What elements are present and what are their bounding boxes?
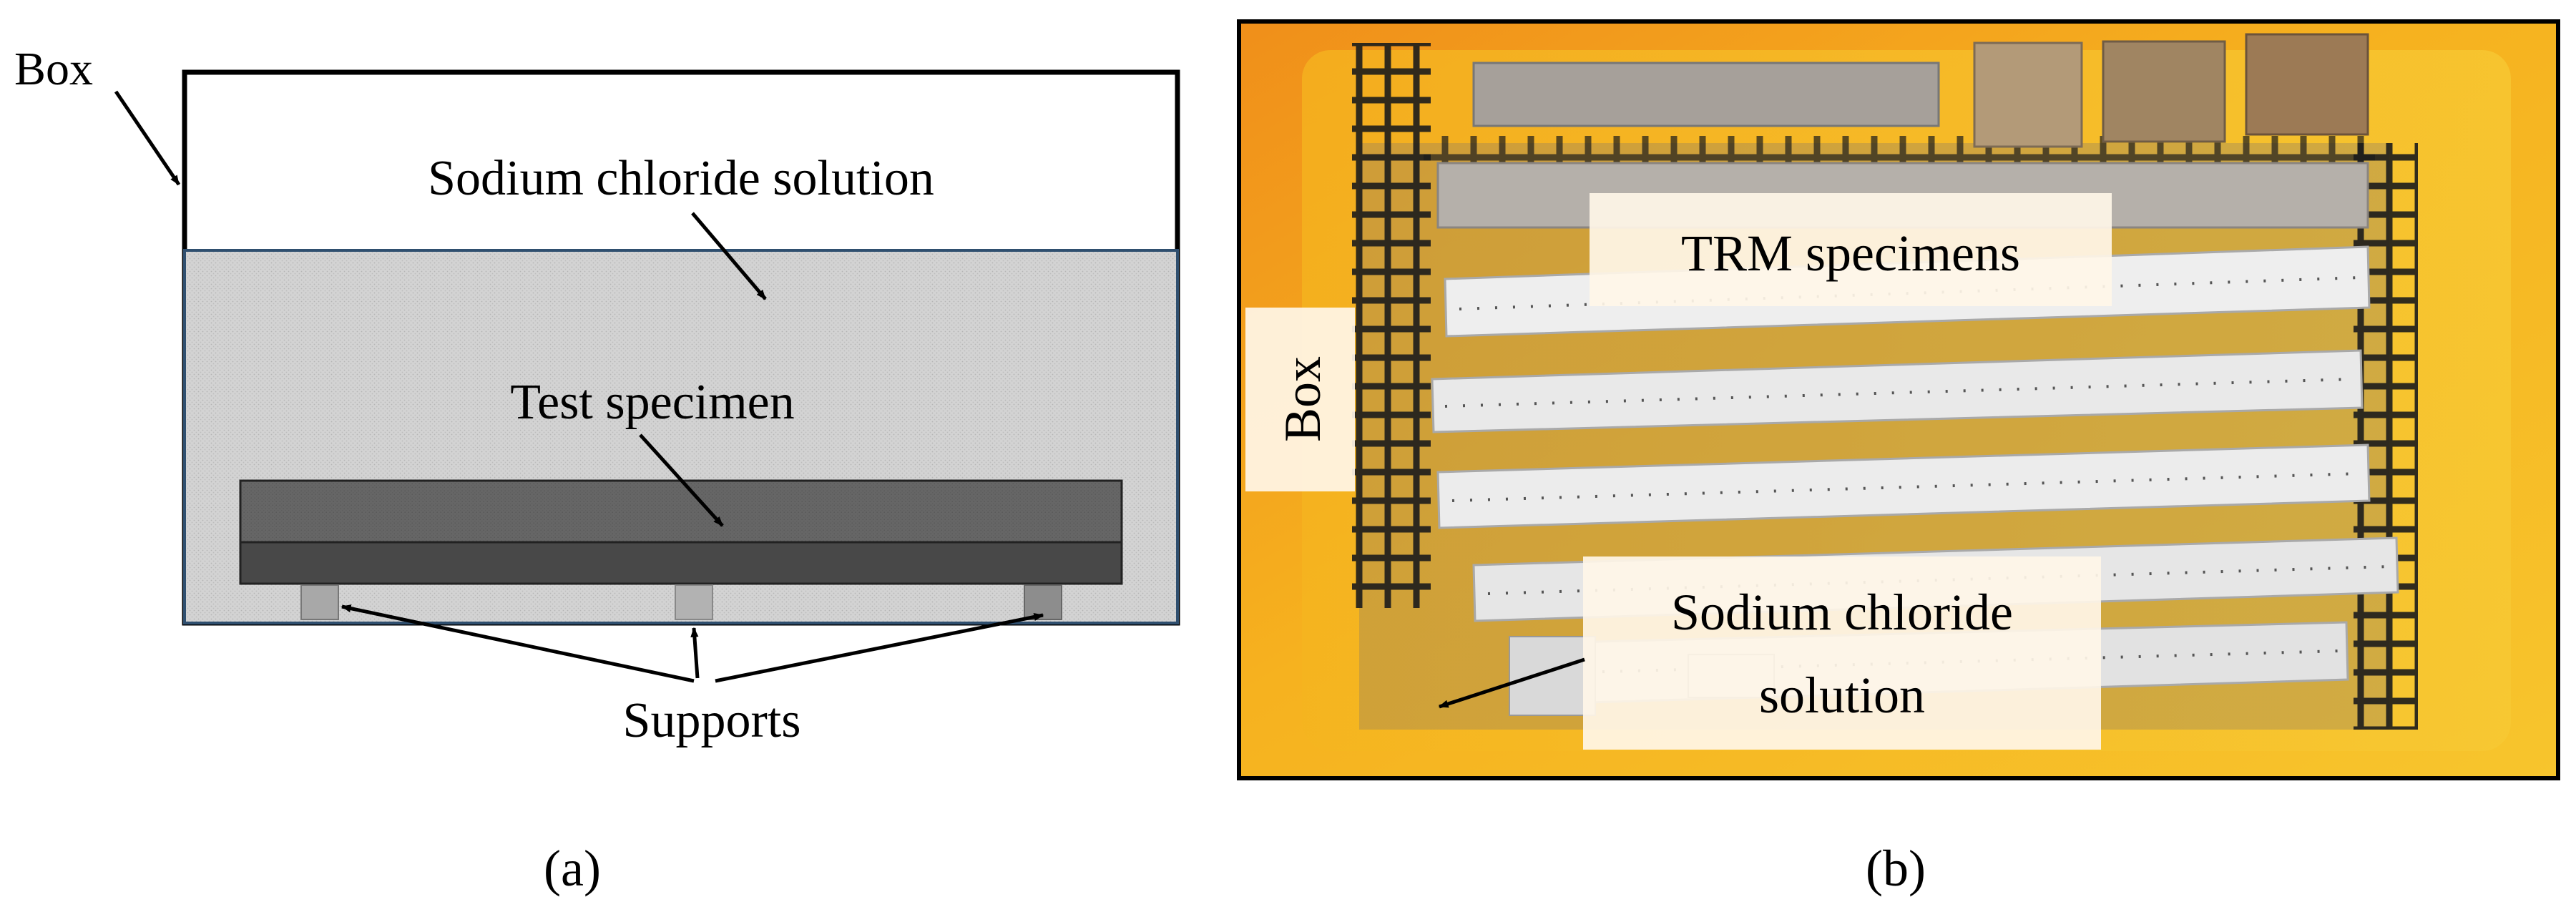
caption-b: (b) (1866, 840, 1926, 897)
mesh-left (1352, 43, 1431, 608)
caption-a: (a) (544, 840, 601, 897)
label-specimen-a: Test specimen (510, 375, 794, 430)
label-box-specimens (1590, 193, 2112, 306)
arrow-specimen-a (639, 433, 724, 527)
arrow-support-middle (690, 627, 700, 679)
label-solution-b-line2: solution (1759, 667, 1925, 724)
cube-2 (2102, 40, 2226, 143)
label-box-b: Box (1274, 356, 1331, 442)
label-solution-a: Sodium chloride solution (428, 151, 934, 206)
label-solution-b-line1: Sodium chloride (1671, 584, 2013, 641)
support-middle (675, 584, 713, 620)
top-bar (1472, 62, 1940, 127)
arrow-support-left (341, 604, 695, 683)
label-supports-a: Supports (623, 693, 801, 748)
cube-3 (2245, 33, 2369, 136)
panel-a: Box Sodium chloride solution Test specim… (14, 43, 1180, 897)
arrow-box-a (114, 90, 181, 186)
label-box-solution (1583, 556, 2101, 750)
label-specimens-b: TRM specimens (1681, 225, 2020, 282)
test-specimen (239, 479, 1123, 585)
support-left (300, 584, 339, 620)
label-box-box-b (1245, 308, 1355, 491)
support-right (1024, 584, 1062, 620)
label-box-a: Box (14, 43, 93, 95)
mesh-top (1424, 136, 2375, 165)
arrow-solution-a (691, 212, 767, 300)
panel-b: TRM specimens Box Sodium chloride soluti… (1237, 19, 2560, 897)
mesh-right (2354, 143, 2418, 730)
arrow-support-right (715, 612, 1044, 683)
arrow-solution-b (1438, 657, 1585, 709)
cube-1 (1973, 41, 2083, 148)
